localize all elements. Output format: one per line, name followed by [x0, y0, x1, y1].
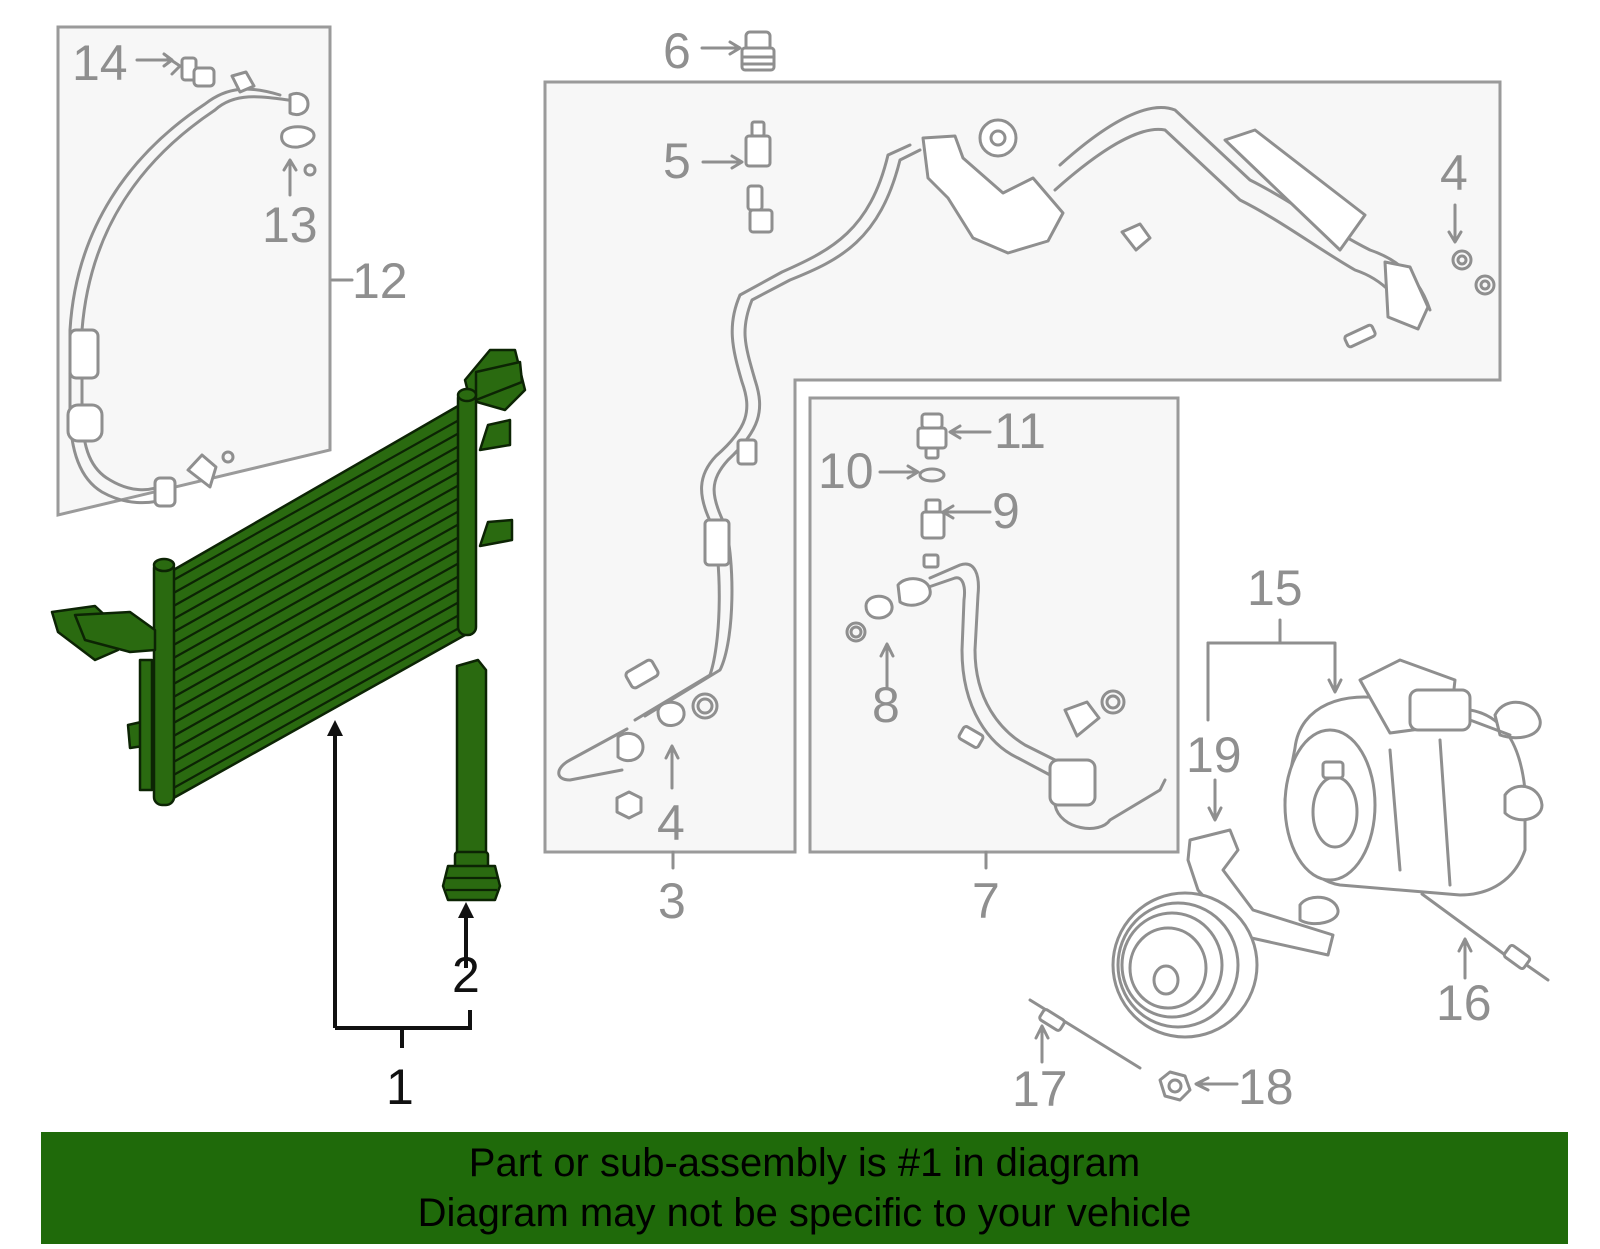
callout-17: 17 — [1012, 1061, 1068, 1117]
callout-2: 2 — [452, 947, 480, 1003]
callout-7: 7 — [972, 873, 1000, 929]
callout-5: 5 — [663, 133, 691, 189]
callout-4-lower: 4 — [657, 795, 685, 851]
callout-14: 14 — [72, 35, 128, 91]
bolt-16 — [1420, 892, 1550, 982]
o-ring-8 — [845, 594, 894, 643]
sensor-14 — [166, 56, 216, 88]
bracket-19 — [1186, 828, 1340, 957]
o-ring-10 — [918, 467, 946, 483]
condenser-1-highlighted — [50, 348, 527, 807]
callout-11: 11 — [994, 403, 1046, 459]
line-group-box-3 — [543, 80, 1502, 854]
callout-19: 19 — [1186, 727, 1242, 783]
callout-6: 6 — [663, 23, 691, 79]
switch-11 — [916, 412, 948, 460]
callout-4-upper: 4 — [1440, 145, 1468, 201]
hose-group-box-12 — [56, 25, 332, 517]
cap-6 — [740, 30, 776, 72]
leader-lines — [135, 40, 1473, 1092]
info-banner: Part or sub-assembly is #1 in diagram Di… — [41, 1132, 1568, 1244]
callout-13: 13 — [262, 197, 318, 253]
condenser-fins — [169, 414, 469, 791]
hose-7 — [896, 562, 1167, 830]
line-group-box-7 — [808, 396, 1180, 854]
receiver-drier-2-highlighted — [441, 658, 502, 902]
compressor-15 — [1283, 658, 1544, 897]
liquid-line-3 — [557, 105, 1496, 820]
pulley — [1111, 891, 1259, 1039]
highlight-leader-lines — [327, 720, 474, 1048]
stud-17 — [1028, 998, 1142, 1070]
callout-9: 9 — [992, 483, 1020, 539]
callout-10: 10 — [818, 443, 874, 499]
seal-13 — [280, 125, 317, 177]
callout-15: 15 — [1247, 560, 1303, 616]
valve-9 — [920, 498, 946, 569]
callout-16: 16 — [1436, 975, 1492, 1031]
nut-18 — [1158, 1070, 1192, 1102]
o-ring-4-lower — [656, 692, 719, 727]
callout-12: 12 — [352, 253, 408, 309]
valve-5 — [744, 120, 774, 234]
banner-line-2: Diagram may not be specific to your vehi… — [417, 1191, 1192, 1235]
callout-3: 3 — [658, 873, 686, 929]
callout-1: 1 — [386, 1059, 414, 1115]
callout-18: 18 — [1238, 1059, 1294, 1115]
callout-8: 8 — [872, 677, 900, 733]
banner-line-1: Part or sub-assembly is #1 in diagram — [468, 1141, 1141, 1185]
suction-hose-12 — [66, 70, 310, 508]
